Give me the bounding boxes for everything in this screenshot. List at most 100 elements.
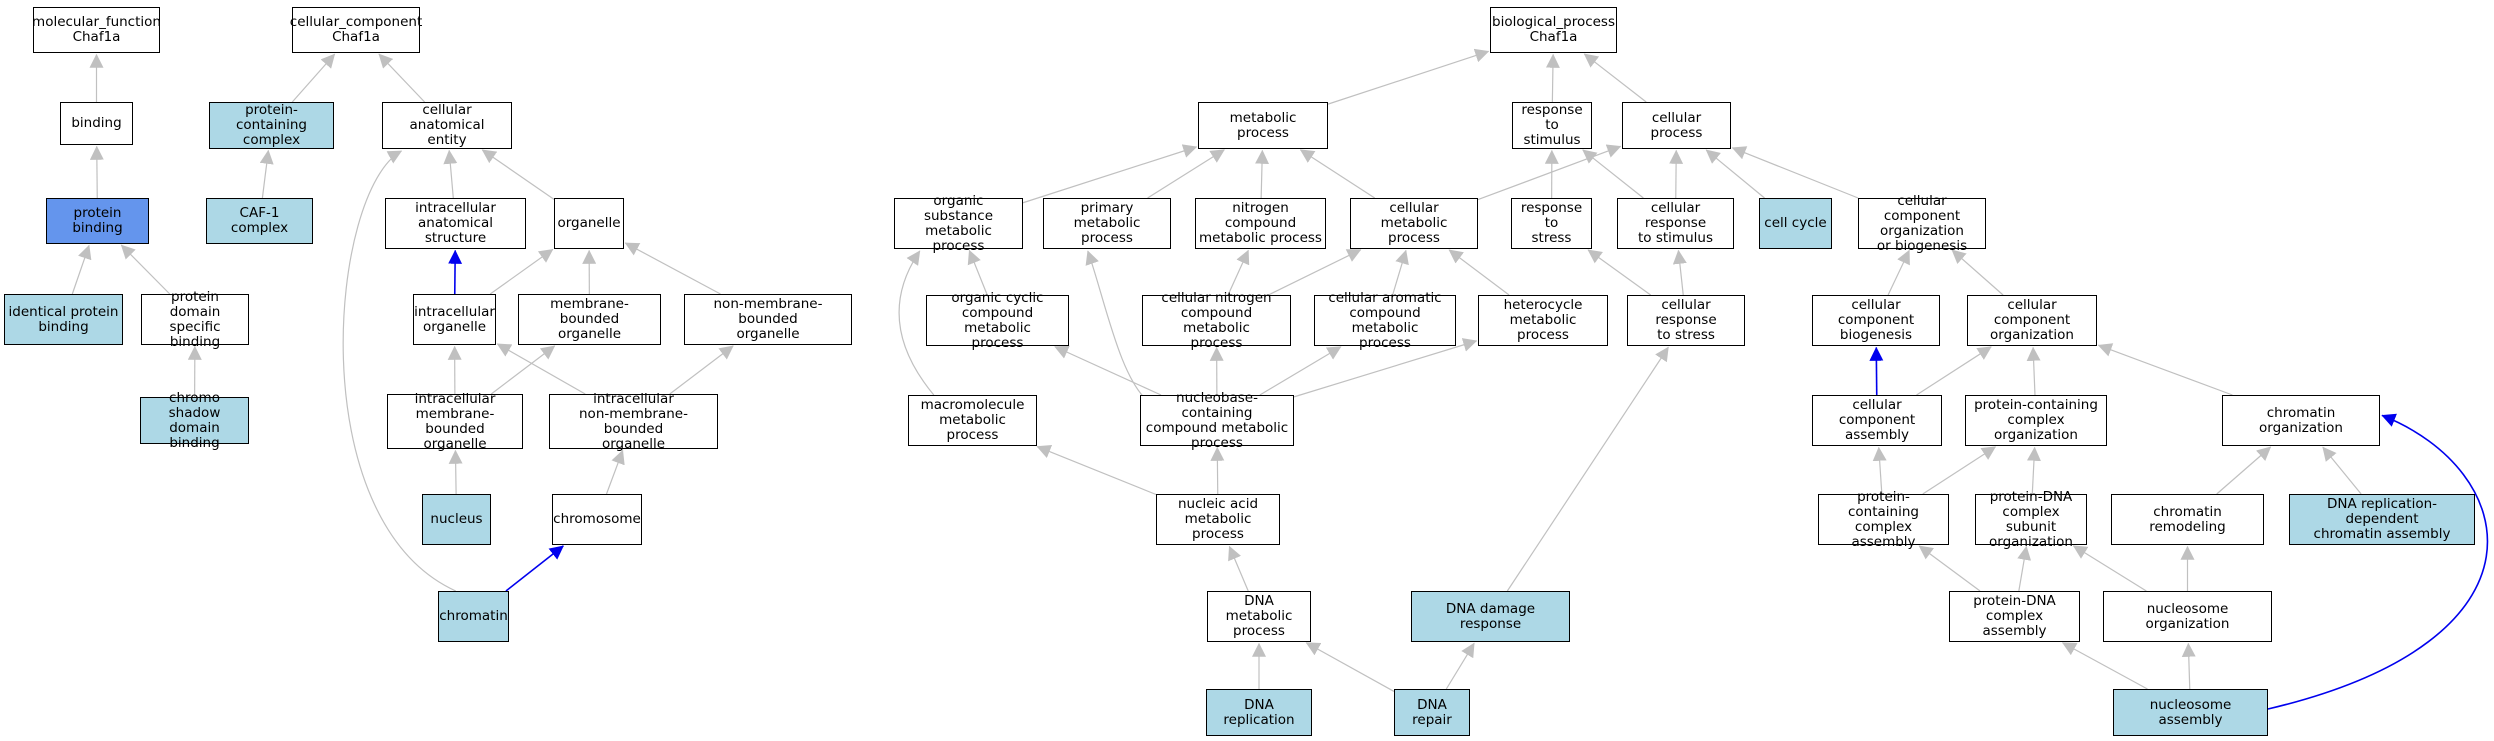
edge-metabolic-to-bp_root bbox=[1327, 48, 1490, 105]
edge-nucleosome_assembly-to-pdna_assembly bbox=[2061, 642, 2148, 690]
edge-anat_entity-to-cc_root bbox=[378, 53, 426, 103]
edge-caf1-to-protein_complex bbox=[259, 149, 274, 199]
edge-cellular_response_stress-to-cellular_response_stimulus bbox=[1672, 249, 1687, 296]
edge-dna_rep_dep_chromatin-to-chromatin_org bbox=[2322, 446, 2362, 495]
edge-protein_complex-to-cc_root bbox=[291, 53, 336, 103]
edge-cc_organization-to-cc_org_biogenesis bbox=[1951, 249, 2004, 296]
edge-nucleosome_assembly-to-chromatin_org bbox=[2267, 413, 2489, 710]
edge-protein_domain_binding-to-protein_binding bbox=[120, 244, 171, 295]
node-organelle[interactable]: organelle bbox=[554, 198, 624, 249]
node-nucleus[interactable]: nucleus bbox=[422, 494, 491, 545]
edge-intra_organelle-to-organelle bbox=[489, 248, 554, 295]
node-chromatin_remodeling[interactable]: chromatin remodeling bbox=[2111, 494, 2264, 545]
edge-cellular_process-to-bp_root bbox=[1583, 53, 1647, 103]
edge-cellular_metabolic-to-cellular_process bbox=[1477, 144, 1622, 201]
edge-cellular_response_stress-to-response_stress bbox=[1587, 249, 1651, 296]
node-dna_repair[interactable]: DNA repair bbox=[1394, 689, 1470, 736]
edge-primary_metabolic-to-metabolic bbox=[1147, 149, 1225, 199]
node-dna_replication[interactable]: DNA replication bbox=[1206, 689, 1312, 736]
edge-cellular_aromatic-to-cellular_metabolic bbox=[1392, 249, 1409, 296]
node-chromosome[interactable]: chromosome bbox=[552, 494, 642, 545]
edge-chromatin-to-chromosome bbox=[505, 545, 564, 592]
edge-macromolecule-to-organic_substance bbox=[898, 250, 935, 396]
edge-pc_assembly-to-pc_organization bbox=[1922, 446, 1997, 495]
edge-cc_assembly-to-cc_organization bbox=[1916, 346, 1992, 396]
edge-heterocycle-to-cellular_metabolic bbox=[1448, 249, 1510, 296]
edge-nucleobase-to-primary_metabolic bbox=[1085, 250, 1151, 404]
node-chromatin[interactable]: chromatin bbox=[438, 591, 509, 642]
edge-pc_assembly-to-cc_assembly bbox=[1872, 446, 1887, 495]
node-protein_binding[interactable]: protein binding bbox=[46, 198, 149, 244]
edge-pdna_subunit-to-pc_organization bbox=[2026, 446, 2041, 495]
edge-nucleus-to-intra_membrane bbox=[448, 449, 463, 495]
node-metabolic[interactable]: metabolic process bbox=[1198, 102, 1328, 149]
edge-organelle-to-anat_entity bbox=[481, 149, 555, 200]
node-chromatin_org[interactable]: chromatin organization bbox=[2222, 395, 2380, 446]
edge-cellular_nitrogen-to-cellular_metabolic bbox=[1268, 249, 1362, 296]
edge-dna_repair-to-dna_damage bbox=[1445, 642, 1475, 690]
edge-pc_organization-to-cc_organization bbox=[2026, 346, 2041, 396]
edge-non_membrane_bounded-to-organelle bbox=[624, 242, 721, 295]
edge-dna_repair-to-dna_metabolic bbox=[1305, 642, 1395, 692]
edge-nucleic_acid-to-macromolecule bbox=[1036, 445, 1157, 496]
node-nucleosome_assembly[interactable]: nucleosome assembly bbox=[2113, 689, 2268, 736]
edge-nucleosome_org-to-pdna_subunit bbox=[2072, 545, 2147, 592]
node-nucleosome_org[interactable]: nucleosome organization bbox=[2103, 591, 2272, 642]
node-caf1[interactable]: CAF-1 complex bbox=[206, 198, 313, 244]
edge-intra_non_membrane-to-non_membrane_bounded bbox=[669, 345, 734, 395]
edge-nucleosome_assembly-to-nucleosome_org bbox=[2181, 642, 2196, 690]
edge-dna_metabolic-to-nucleic_acid bbox=[1228, 545, 1249, 592]
node-binding[interactable]: binding bbox=[60, 102, 133, 145]
edge-dna_damage-to-cellular_response_stress bbox=[1506, 346, 1669, 592]
edge-nucleobase-to-organic_cyclic bbox=[1054, 345, 1162, 396]
node-dna_damage[interactable]: DNA damage response bbox=[1411, 591, 1570, 642]
edge-layer bbox=[71, 48, 2489, 710]
node-cellular_process[interactable]: cellular process bbox=[1622, 102, 1731, 149]
edge-nitrogen_compound-to-metabolic bbox=[1255, 149, 1270, 199]
edge-nucleobase-to-heterocycle bbox=[1293, 338, 1478, 398]
edge-intra_non_membrane-to-intra_organelle bbox=[496, 343, 586, 395]
edge-cellular_response_stimulus-to-response_stimulus bbox=[1582, 149, 1644, 199]
node-cell_cycle[interactable]: cell cycle bbox=[1759, 198, 1832, 249]
